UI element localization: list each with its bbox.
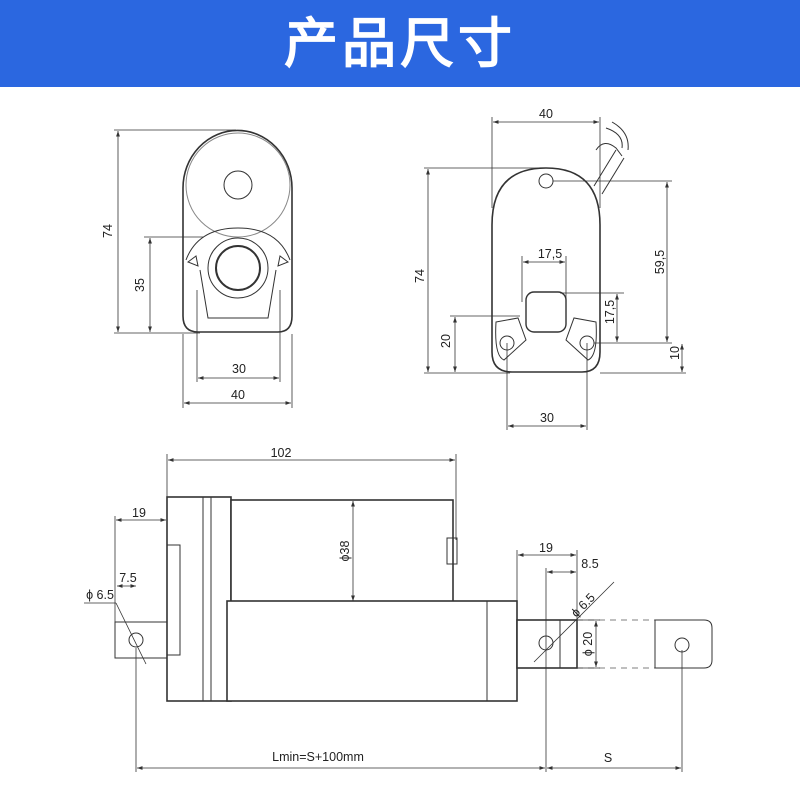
rod-end-hole	[674, 637, 690, 653]
gearbox-recess	[167, 544, 181, 656]
rear-clevis	[114, 621, 168, 659]
side-view: 102 ϕ38 19 7.5 ϕ 6.5 Lmin=S+100mm S 19 8…	[84, 446, 713, 772]
rear-left-lug	[495, 317, 527, 361]
front-housing-outline	[182, 129, 293, 333]
dim-label-rear-hole-height: 20	[439, 334, 453, 348]
front-eye-inner	[215, 245, 261, 291]
dim-label-rear-height-total: 74	[413, 269, 427, 283]
inner-rod	[516, 619, 578, 669]
front-view: 74 35 30 40	[101, 129, 293, 408]
front-eye-outer	[207, 237, 269, 299]
dim-label-rear-width-top: 40	[539, 107, 553, 121]
header-banner	[0, 0, 800, 87]
front-clevis-top	[185, 227, 291, 261]
dim-label-height-total: 74	[101, 224, 115, 238]
leader-line	[115, 602, 147, 665]
dim-label-lmin: Lmin=S+100mm	[272, 750, 364, 764]
dim-label-rod-diameter: ϕ 20	[581, 632, 595, 656]
front-motor-boss	[223, 170, 253, 200]
dim-label-rear-offset: 19	[132, 506, 146, 520]
front-rib-right	[277, 255, 290, 267]
leader-line	[533, 581, 615, 663]
front-clevis-sides	[199, 269, 277, 319]
rear-cable-lead	[605, 121, 629, 151]
motor-body	[230, 499, 454, 603]
dim-label-motor-diameter: ϕ38	[338, 541, 352, 562]
motor-end-cap	[446, 537, 458, 565]
dim-label-width-total: 40	[231, 388, 245, 402]
gearbox-seam	[202, 496, 212, 702]
dim-label-rear-holes-width: 30	[540, 411, 554, 425]
gearbox-housing	[166, 496, 232, 702]
outer-tube	[226, 600, 518, 702]
dim-label-square-width: 17,5	[538, 247, 562, 261]
dim-label-7-5: 7.5	[119, 571, 136, 585]
rear-view: 40 74 59,5 10 17,5 17,5 20 30	[413, 107, 686, 430]
rear-cable-outline	[593, 149, 625, 195]
dim-label-8-5: 8.5	[581, 557, 598, 571]
dim-label-body-length: 102	[271, 446, 292, 460]
rear-right-lug	[565, 317, 597, 361]
rear-clevis-hole	[128, 632, 144, 648]
dim-label-rear-height-top: 59,5	[653, 250, 667, 274]
dim-label-width-bottom: 30	[232, 362, 246, 376]
dim-label-front-hole-diameter: ϕ 6.5	[568, 590, 598, 620]
rear-housing-outline	[491, 167, 601, 373]
dim-label-stroke: S	[604, 751, 612, 765]
dim-label-front-offset: 19	[539, 541, 553, 555]
front-motor-arc	[185, 132, 291, 238]
rear-square-boss	[525, 291, 567, 333]
rod-end-extended	[654, 619, 713, 669]
dim-label-rear-hole-offset: 10	[668, 346, 682, 360]
dim-label-rear-hole-diameter: ϕ 6.5	[86, 588, 114, 602]
page-title: 产品尺寸	[284, 12, 516, 75]
front-rib-left	[186, 255, 199, 267]
dim-label-height-eye: 35	[133, 278, 147, 292]
rear-cable-gland	[595, 143, 623, 157]
dim-label-square-height: 17,5	[603, 300, 617, 324]
